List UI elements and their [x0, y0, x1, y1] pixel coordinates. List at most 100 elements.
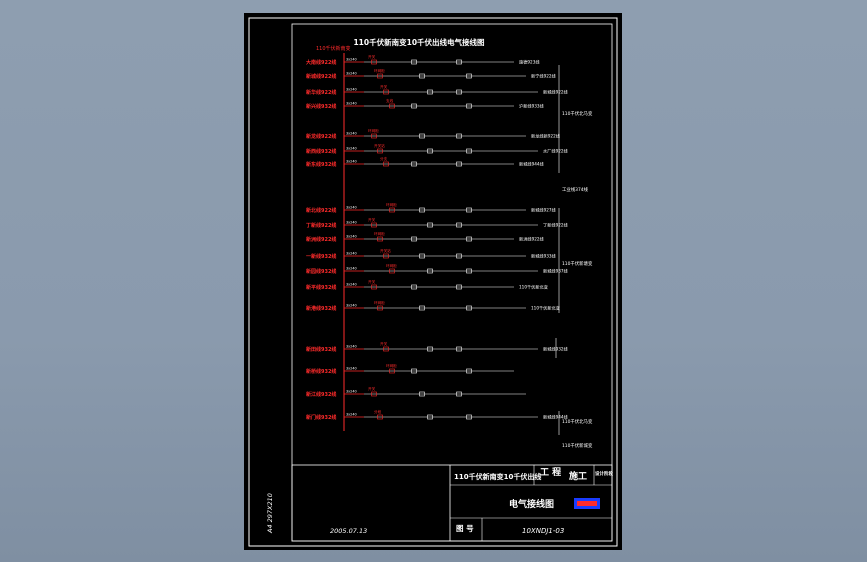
cable-spec: 3x240 [346, 206, 357, 210]
switch [419, 133, 425, 139]
switch [427, 222, 433, 228]
feeder-name: 新桥线932线 [306, 368, 336, 375]
switch [389, 268, 395, 274]
cable-spec: 3x240 [346, 72, 357, 76]
remote-feeder-name: 新城线937线 [543, 268, 569, 275]
drawing-sheet: 110千伏新南变10千伏出线电气接线图 110千伏新南变 大南线922线 3x24… [244, 13, 622, 550]
drawing-date: 2005.07.13 [330, 527, 367, 535]
switch [419, 305, 425, 311]
feeder-name: 大南线922线 [306, 59, 336, 66]
switch-label: 环网柜 [386, 263, 397, 268]
switch-label: 分支 [380, 156, 388, 161]
switch [427, 148, 433, 154]
remote-feeder-name: 沪新线933线 [519, 103, 545, 110]
remote-feeder-name: 新城线922线 [543, 89, 569, 96]
switch [427, 268, 433, 274]
remote-station-label: 110千伏北马变 [562, 110, 593, 117]
feeder-name: 新城线922线 [306, 73, 336, 80]
switch [383, 346, 389, 352]
switch [371, 284, 377, 290]
cable-spec: 3x240 [346, 267, 357, 271]
title-block-project: 工 程 [540, 466, 561, 478]
cable-spec: 3x240 [346, 58, 357, 62]
cable-spec: 3x240 [346, 304, 357, 308]
switch [466, 368, 472, 374]
switch [456, 89, 462, 95]
remote-feeder-name: 水厂线922线 [543, 148, 569, 155]
switch [411, 161, 417, 167]
remote-feeder-name: 新龙线新922线 [531, 133, 561, 140]
switch [466, 103, 472, 109]
diagram-title: 110千伏新南变10千伏出线电气接线图 [353, 37, 485, 47]
drawing-number: 10XNDJ1-03 [522, 527, 564, 535]
switch [419, 207, 425, 213]
feeder-name: 新龙线922线 [306, 133, 336, 140]
cable-spec: 3x240 [346, 221, 357, 225]
switch [456, 284, 462, 290]
remote-feeder-name: 新洲线922线 [519, 236, 545, 243]
source-station-label: 110千伏新南变 [316, 45, 351, 52]
switch [371, 222, 377, 228]
switch-label: 开关 [380, 341, 388, 346]
remote-feeder-name: 新城线944线 [543, 414, 569, 421]
feeder-name: 新东线932线 [306, 161, 336, 168]
remote-station-label: 110千伏北马变 [562, 418, 593, 425]
switch [466, 305, 472, 311]
switch [377, 236, 383, 242]
switch [383, 161, 389, 167]
switch [456, 346, 462, 352]
feeder-group: 大南线922线3x240开关施德923线新城线922线3x240环网柜新宁线92… [306, 54, 569, 421]
cable-spec: 3x240 [346, 132, 357, 136]
switch-label: 支线 [386, 98, 394, 103]
switch [389, 103, 395, 109]
switch [466, 414, 472, 420]
switch-label: 开关 [368, 54, 376, 59]
switch [456, 253, 462, 259]
switch [377, 148, 383, 154]
switch [427, 346, 433, 352]
switch [466, 207, 472, 213]
wiring-diagram: 110千伏新南变10千伏出线电气接线图 110千伏新南变 大南线922线 3x24… [248, 17, 618, 547]
remote-station-label: 110千伏新城变 [562, 442, 593, 449]
feeder-name: 新华线922线 [306, 89, 336, 96]
outer-frame [248, 17, 618, 547]
feeder-name: 新江线932线 [306, 391, 336, 398]
switch-label: 环网柜 [368, 128, 379, 133]
switch [419, 391, 425, 397]
feeder-name: 新门线932线 [306, 414, 336, 421]
remote-feeder-name: 施德923线 [519, 59, 540, 66]
remote-feeder-name: 新宁线922线 [531, 73, 557, 80]
cable-spec: 3x240 [346, 147, 357, 151]
switch [383, 253, 389, 259]
switch [466, 148, 472, 154]
switch-label: 环网柜 [374, 231, 385, 236]
remote-feeder-name: 新城线944线 [519, 161, 545, 168]
cable-spec: 3x240 [346, 283, 357, 287]
remote-feeder-name: 丁新线922线 [543, 222, 569, 229]
switch-label: 开关 [368, 386, 376, 391]
feeder-name: 新兴线932线 [306, 103, 336, 110]
switch [419, 73, 425, 79]
switch [371, 133, 377, 139]
remote-station-label: 工业线374线 [562, 186, 589, 193]
switch-label: 分段 [374, 409, 382, 414]
switch-label: 开关 [380, 84, 388, 89]
drawing-number-label: 图 号 [456, 524, 474, 533]
switch-label: 环网柜 [374, 300, 385, 305]
switch [411, 103, 417, 109]
switch [383, 89, 389, 95]
switch [456, 59, 462, 65]
title-block: 110千伏新南变10千伏出线 工 程 施工 设计阶段 电气接线图 图 号 10X… [266, 464, 613, 542]
remote-feeder-name: 110千伏新北变 [519, 284, 548, 291]
